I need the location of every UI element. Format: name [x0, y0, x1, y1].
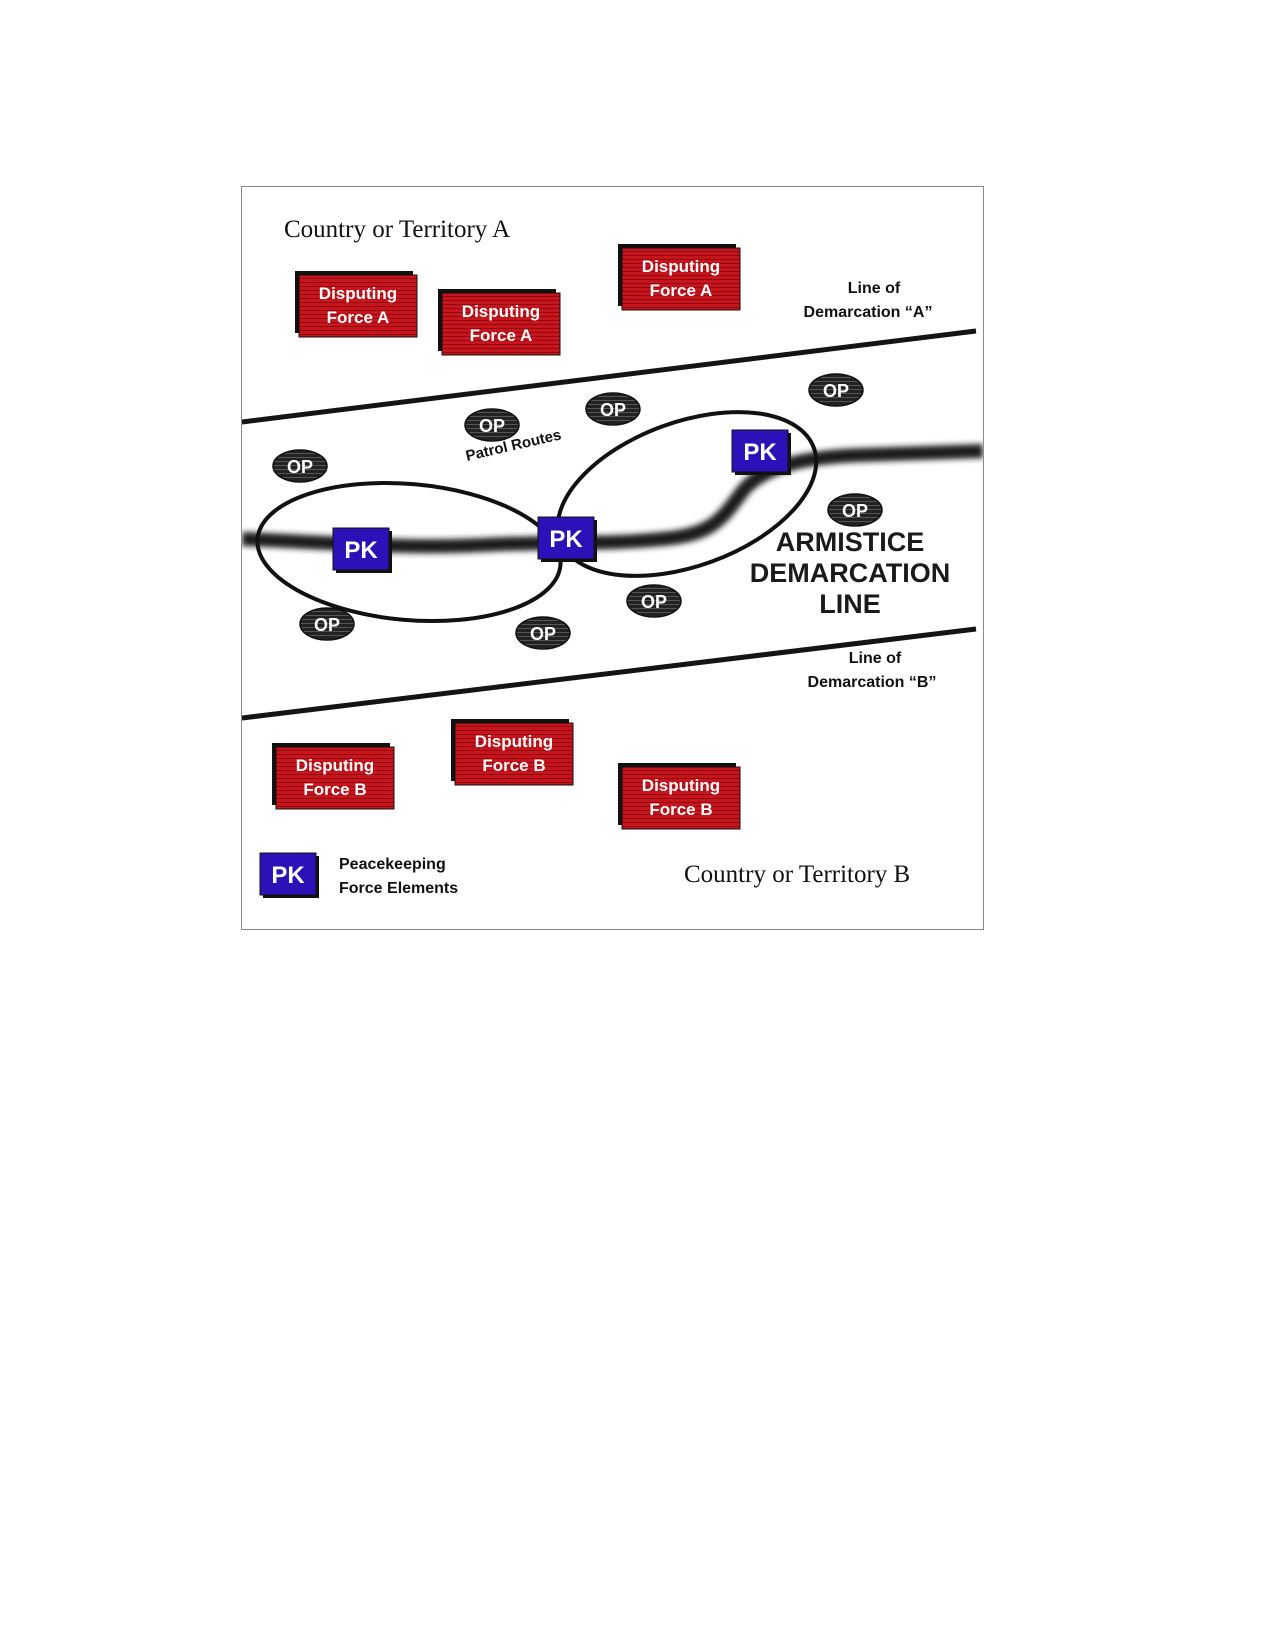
force-b-label-1: Disputing	[296, 756, 374, 775]
op-label: OP	[823, 381, 849, 401]
force-a-label-1: Disputing	[462, 302, 540, 321]
legend-label-2: Force Elements	[339, 880, 458, 897]
op-label: OP	[641, 592, 667, 612]
force-b-label-2: Force B	[482, 756, 545, 775]
disputing-force-a-box: Disputing Force A	[295, 271, 418, 338]
op-marker: OP	[626, 584, 682, 618]
armistice-demarcation-line	[242, 444, 983, 554]
line-a-label-2: Demarcation “A”	[804, 304, 933, 321]
op-marker: OP	[827, 493, 883, 527]
force-a-label-2: Force A	[327, 308, 390, 327]
op-marker: OP	[515, 616, 571, 650]
op-label: OP	[287, 457, 313, 477]
armistice-label-3: LINE	[819, 589, 881, 619]
armistice-label: ARMISTICE DEMARCATION LINE	[750, 527, 950, 619]
force-a-label-1: Disputing	[319, 284, 397, 303]
diagram-canvas: Country or Territory A Country or Territ…	[242, 216, 983, 898]
line-a-label: Line of Demarcation “A”	[804, 280, 933, 321]
force-b-label-1: Disputing	[475, 732, 553, 751]
op-marker: OP	[299, 607, 355, 641]
territory-a-label: Country or Territory A	[284, 216, 510, 243]
op-marker: OP	[272, 449, 328, 483]
force-a-label-2: Force A	[470, 326, 533, 345]
force-b-label-2: Force B	[303, 780, 366, 799]
op-label: OP	[479, 416, 505, 436]
pk-label: PK	[743, 439, 777, 466]
legend-pk-symbol: PK	[259, 852, 319, 898]
line-a-label-1: Line of	[848, 280, 901, 297]
pk-element: PK	[537, 516, 597, 562]
op-label: OP	[842, 501, 868, 521]
armistice-label-1: ARMISTICE	[776, 527, 925, 557]
disputing-force-a-box: Disputing Force A	[438, 289, 561, 356]
armistice-label-2: DEMARCATION	[750, 558, 950, 588]
legend-label-1: Peacekeeping	[339, 856, 446, 873]
op-marker: OP	[464, 408, 520, 442]
pk-label: PK	[549, 526, 583, 553]
territory-b-label: Country or Territory B	[684, 861, 910, 888]
line-of-demarcation-a	[242, 328, 977, 425]
patrol-route-loop-west	[255, 480, 563, 624]
op-label: OP	[600, 400, 626, 420]
pk-label: PK	[344, 537, 378, 564]
op-marker: OP	[585, 392, 641, 426]
force-b-label-2: Force B	[649, 800, 712, 819]
line-b-label: Line of Demarcation “B”	[808, 650, 937, 691]
force-a-label-2: Force A	[650, 281, 713, 300]
disputing-force-b-box: Disputing Force B	[272, 743, 395, 810]
disputing-force-a-box: Disputing Force A	[618, 244, 741, 311]
peacekeeping-deployment-diagram: Country or Territory A Country or Territ…	[241, 186, 984, 930]
pk-element: PK	[332, 527, 392, 573]
line-b-label-1: Line of	[849, 650, 902, 667]
force-b-label-1: Disputing	[642, 776, 720, 795]
legend-pk-label: PK	[271, 862, 305, 889]
line-of-demarcation-b	[242, 626, 977, 721]
force-a-label-1: Disputing	[642, 257, 720, 276]
disputing-force-b-box: Disputing Force B	[451, 719, 574, 786]
disputing-force-b-box: Disputing Force B	[618, 763, 741, 830]
line-b-label-2: Demarcation “B”	[808, 674, 937, 691]
legend: PK Peacekeeping Force Elements	[259, 852, 458, 898]
op-label: OP	[530, 624, 556, 644]
op-label: OP	[314, 615, 340, 635]
pk-element: PK	[731, 429, 791, 475]
op-marker: OP	[808, 373, 864, 407]
